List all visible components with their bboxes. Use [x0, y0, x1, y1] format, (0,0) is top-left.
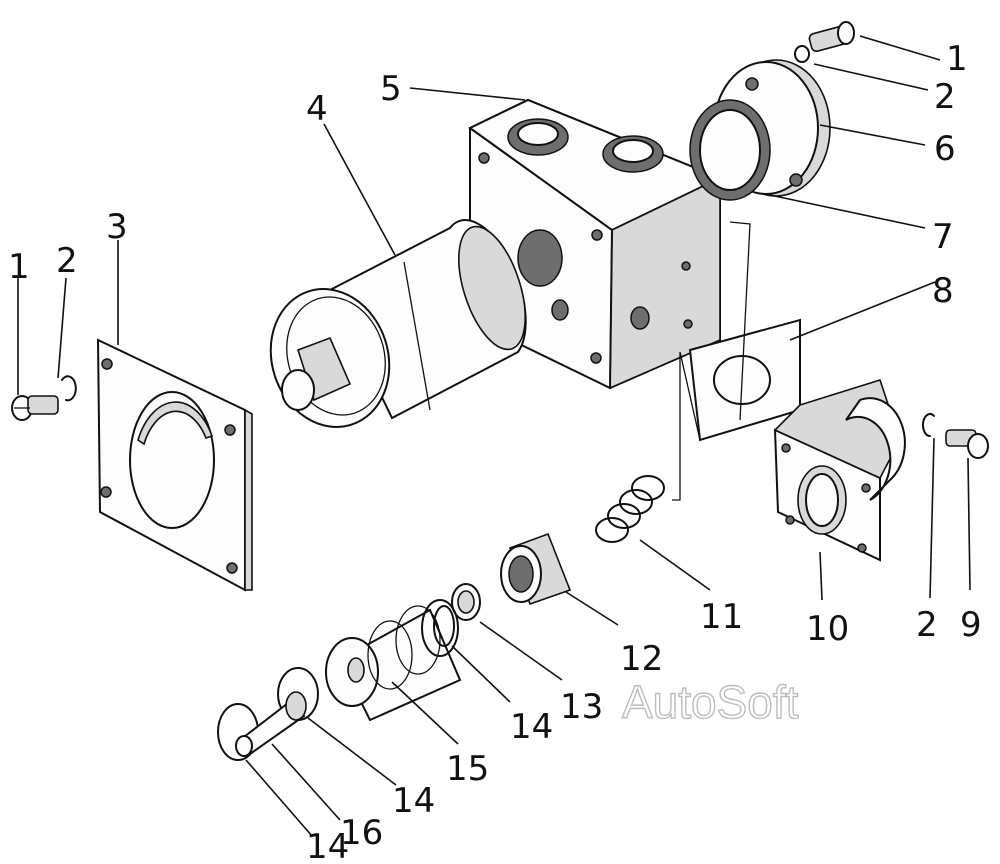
callout-9: 9 — [960, 605, 982, 645]
callout-4: 4 — [306, 89, 328, 129]
part-13-cap — [451, 583, 481, 621]
callout-14-upper: 14 — [510, 707, 553, 747]
part-12-bushing — [500, 532, 572, 606]
callout-12: 12 — [620, 639, 663, 679]
callout-8: 8 — [932, 271, 954, 311]
part-2-washer-left — [61, 375, 77, 402]
callout-15: 15 — [446, 749, 489, 789]
part-4-cylinder — [269, 219, 527, 428]
callout-14-lower: 14 — [306, 827, 349, 864]
part-9-screw-right — [945, 429, 989, 459]
callout-6: 6 — [934, 129, 956, 169]
part-10-elbow-flange — [773, 379, 906, 562]
callout-16: 16 — [340, 813, 383, 853]
part-2-washer-top — [794, 45, 810, 63]
callout-2-top: 2 — [934, 77, 956, 117]
part-7-gasket-ring — [689, 99, 771, 201]
part-3-flange-plate — [96, 338, 253, 592]
part-11-spring — [595, 475, 665, 543]
part-8-gasket-plate — [672, 221, 801, 501]
callout-2-right: 2 — [916, 605, 938, 645]
callout-2-left: 2 — [56, 241, 78, 281]
callout-1-left: 1 — [8, 247, 30, 287]
callout-7: 7 — [932, 217, 954, 257]
callout-5: 5 — [380, 69, 402, 109]
callout-14-middle: 14 — [392, 781, 435, 821]
callout-1-top: 1 — [946, 39, 968, 79]
callout-3: 3 — [106, 207, 128, 247]
callout-10: 10 — [806, 609, 849, 649]
callout-numbers: 1 2 6 5 4 7 8 3 1 2 11 10 2 9 12 13 14 1… — [8, 39, 982, 864]
leader-lines — [17, 35, 971, 837]
part-14-ring-upper — [433, 605, 455, 647]
part-1-screw-top — [808, 21, 855, 53]
part-5-housing-block — [468, 98, 723, 390]
part-1-screw-left — [11, 395, 59, 421]
part-2-washer-right — [921, 413, 935, 438]
watermark-text: AutoSoft — [622, 676, 799, 728]
callout-11: 11 — [700, 597, 743, 637]
callout-13: 13 — [560, 687, 603, 727]
part-16-stem — [235, 691, 307, 757]
part-15-spool — [325, 599, 462, 722]
